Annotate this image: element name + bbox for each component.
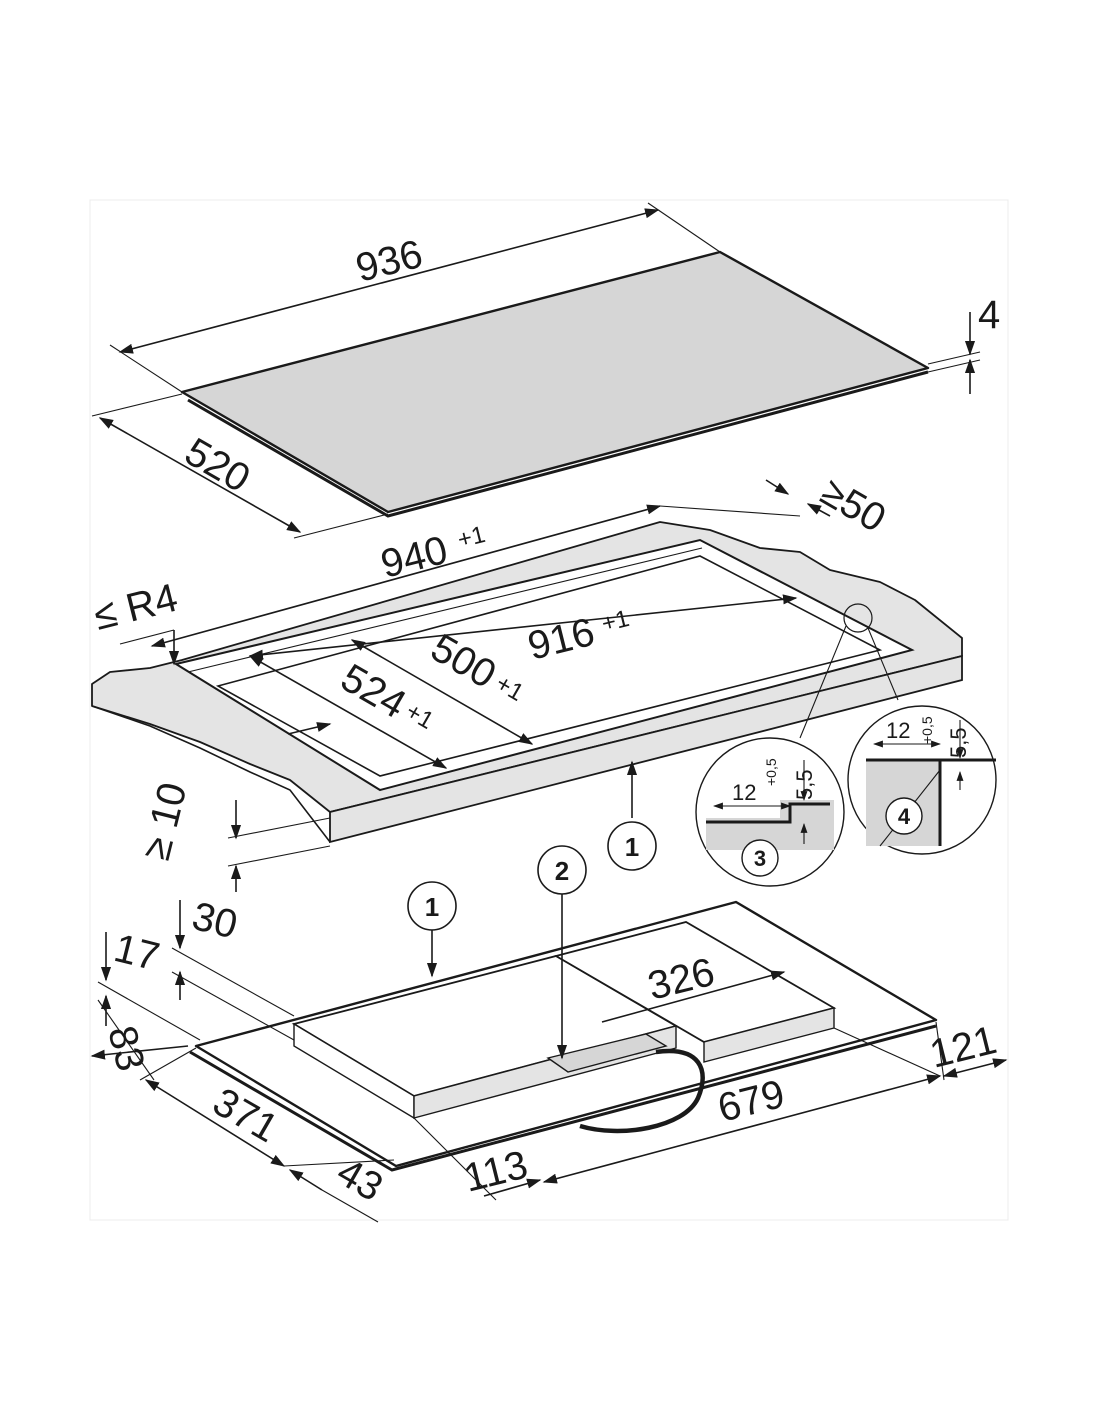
dim-43-arrow (288, 1169, 323, 1191)
dim-936-line (118, 208, 660, 354)
dim-936-label: 936 (352, 232, 427, 291)
dim-113-arrow (483, 1178, 542, 1197)
worktop: 940 +1 ≥50 ≤ R4 916 +1 524 +1 500 +1 ≥ 1… (90, 470, 963, 892)
detail-4-callout (885, 797, 923, 835)
callout-1-upper-label: 1 (625, 832, 639, 862)
dim-326-line (601, 970, 786, 1023)
detail-3-callout (741, 839, 779, 877)
dim-10-ext-bottom (227, 845, 331, 867)
detail-4: 12 5,5 +0,5 4 (847, 705, 997, 855)
detail-4-callout-label: 4 (898, 804, 911, 829)
callout-2-label: 2 (555, 856, 569, 886)
dim-524-line (248, 655, 448, 769)
dim-524-pointer (287, 722, 332, 735)
dim-113-label: 113 (460, 1143, 533, 1201)
detail-locator (843, 603, 873, 633)
hob-unit: 1 2 326 30 17 83 371 43 1 (90, 845, 1008, 1223)
dim-940-label: 940 (377, 528, 452, 587)
detail-3-height-tol: +0,5 (763, 758, 779, 786)
dim-520-label: 520 (178, 430, 258, 501)
dim-30-ext-bottom (171, 971, 295, 1041)
dim-4-label: 4 (978, 293, 1000, 337)
dim-50-arrow-a (765, 479, 790, 495)
dim-371-ext-left (139, 1047, 197, 1081)
worktop-front-face (329, 654, 963, 844)
detail-3-profile (706, 802, 830, 824)
dim-916-tol: +1 (599, 605, 632, 638)
dim-43-label: 43 (330, 1150, 391, 1210)
dim-83-label: 83 (99, 1022, 152, 1076)
dim-10-ext-top (227, 817, 331, 839)
dim-83-line (90, 1045, 189, 1060)
dim-83-ext (97, 999, 155, 1081)
callout-1-upper (607, 821, 657, 871)
dim-30-ext-top (171, 947, 295, 1017)
detail-3-fill (706, 800, 834, 850)
detail-3: 12 5,5 +0,5 3 (695, 737, 845, 887)
dim-17-label: 17 (110, 926, 164, 979)
radius-underline (119, 629, 175, 645)
drawing-border (89, 199, 1009, 1221)
dim-940-tol: +1 (455, 521, 488, 554)
dim-916-line (248, 594, 798, 660)
worktop-left-edge (91, 705, 331, 843)
dim-520-ext-left (91, 393, 183, 417)
radius-label: ≤ R4 (90, 576, 182, 639)
dim-43-tail (321, 1189, 379, 1223)
callout-1-lower-label: 1 (425, 892, 439, 922)
dim-50-ext (659, 505, 801, 517)
dim-679-line (542, 1074, 942, 1184)
dim-679-ext (833, 1027, 941, 1077)
dim-17-ext (97, 981, 201, 1041)
detail-4-width: 12 (886, 718, 910, 743)
dim-43-ext (283, 1159, 395, 1167)
detail-leader-3 (799, 625, 847, 739)
dim-936-ext-left (109, 344, 183, 393)
detail-leader-4 (867, 627, 899, 701)
dim-936-ext-right (647, 202, 721, 253)
dim-30-label: 30 (188, 894, 242, 947)
detail-4-height: 5,5 (946, 727, 971, 758)
dim-500-line (350, 639, 534, 745)
dim-50-label: ≥50 (814, 470, 894, 541)
dim-121-line (942, 1058, 1008, 1078)
dim-371-line (144, 1079, 286, 1167)
dim-113-ext (413, 1117, 497, 1201)
detail-4-height-tol: +0,5 (919, 716, 935, 744)
detail-3-callout-label: 3 (754, 846, 766, 871)
dim-940-line (150, 504, 662, 648)
connection-box (546, 1033, 668, 1073)
dim-10-label: ≥ 10 (134, 778, 195, 864)
detail-3-width: 12 (732, 780, 756, 805)
detail-3-height: 5,5 (792, 769, 817, 800)
dim-50-arrow-b (806, 503, 831, 517)
dim-520-ext-right (293, 513, 389, 539)
